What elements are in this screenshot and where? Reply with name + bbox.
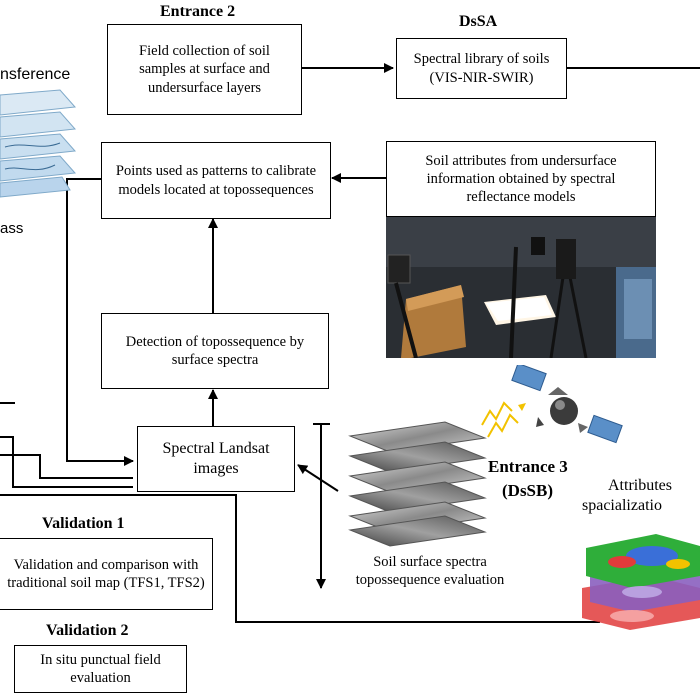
spectrometer-photo [386,217,656,358]
dssa-label: DsSA [459,13,498,30]
line-left-4 [0,494,600,623]
soil-image-stack [335,418,495,548]
soil-attributes-box: Soil attributes from undersurface inform… [386,141,656,217]
class-label: ass [0,220,24,237]
landsat-box: Spectral Landsat images [137,426,295,492]
points-patterns-box: Points used as patterns to calibrate mod… [101,142,331,219]
map-layers-stack [0,85,80,205]
validation1-label: Validation 1 [42,515,125,532]
transference-label: nsference [0,66,71,83]
attributes-label: Attributes [608,477,672,494]
line-left-3 [0,454,133,479]
validation2-label: Validation 2 [46,622,129,639]
entrance3-label: Entrance 3 [488,457,568,476]
soil-surface-caption: Soil surface spectra topossequence evalu… [355,554,505,589]
dssb-label: (DsSB) [502,481,554,500]
detection-box: Detection of topossequence by surface sp… [101,313,329,389]
arrow-stack-to-landsat [297,464,339,492]
satellite-illustration [478,362,628,450]
spectral-library-box: Spectral library of soils (VIS-NIR-SWIR) [396,38,567,99]
arrow-points-to-landsat [66,178,134,466]
line-left-2 [0,436,133,488]
spacialization-label: spacializatio [582,497,662,514]
validation2-box: In situ punctual field evaluation [14,645,187,693]
validation1-box: Validation and comparison with tradition… [0,538,213,610]
field-collection-box: Field collection of soil samples at surf… [107,24,302,115]
entrance2-label: Entrance 2 [160,3,236,20]
attribute-maps-stack [582,518,700,638]
